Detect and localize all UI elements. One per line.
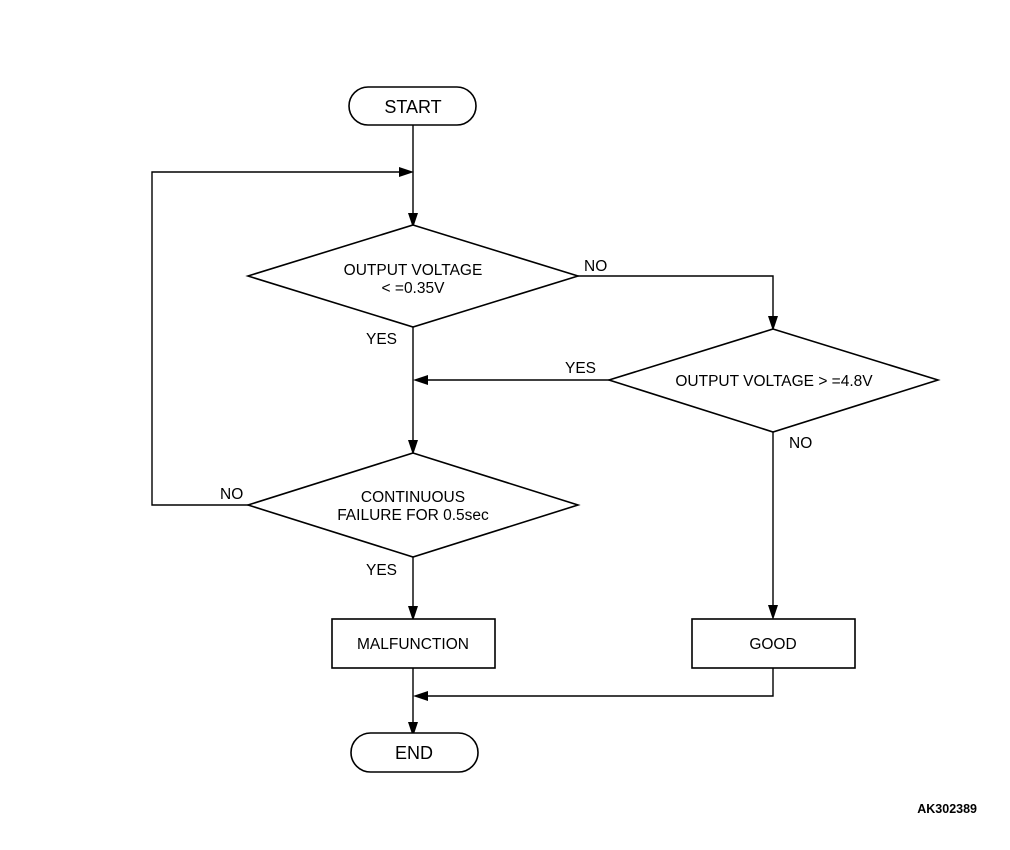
decision-output-voltage-high: OUTPUT VOLTAGE > =4.8V bbox=[606, 328, 941, 433]
decision-output-voltage-low: OUTPUT VOLTAGE < =0.35V bbox=[245, 224, 581, 328]
arrowhead-into-decision2 bbox=[768, 316, 778, 331]
figure-code: AK302389 bbox=[917, 802, 977, 816]
connectors bbox=[151, 125, 774, 725]
arrowhead-into-end bbox=[408, 722, 418, 737]
decision2-label: OUTPUT VOLTAGE > =4.8V bbox=[675, 373, 873, 390]
decision1-line2: < =0.35V bbox=[382, 280, 446, 297]
malfunction-box: MALFUNCTION bbox=[331, 618, 496, 669]
end-terminator: END bbox=[350, 732, 479, 773]
decision-continuous-failure: CONTINUOUS FAILURE FOR 0.5sec bbox=[245, 452, 581, 558]
arrowhead-good-return bbox=[413, 691, 428, 701]
good-return-line bbox=[426, 668, 774, 697]
arrowhead-into-malfunction bbox=[408, 606, 418, 621]
decision3-line2: FAILURE FOR 0.5sec bbox=[337, 507, 489, 524]
arrowhead-into-decision3 bbox=[408, 440, 418, 455]
arrowhead-decision2-yes bbox=[413, 375, 428, 385]
decision2-yes-label: YES bbox=[565, 360, 596, 377]
loop-back-line bbox=[151, 171, 402, 506]
good-box: GOOD bbox=[691, 618, 856, 669]
decision2-no-label: NO bbox=[789, 435, 812, 452]
decision1-no-line bbox=[578, 275, 774, 318]
decision3-line1: CONTINUOUS bbox=[361, 489, 465, 506]
decision3-no-label: NO bbox=[220, 486, 243, 503]
start-label: START bbox=[384, 97, 441, 117]
start-terminator: START bbox=[348, 86, 477, 126]
end-label: END bbox=[395, 743, 433, 763]
good-label: GOOD bbox=[749, 636, 796, 653]
arrowheads bbox=[399, 167, 778, 737]
arrowhead-into-decision1 bbox=[408, 213, 418, 228]
malfunction-label: MALFUNCTION bbox=[357, 636, 469, 653]
decision1-line1: OUTPUT VOLTAGE bbox=[344, 262, 483, 279]
decision1-no-label: NO bbox=[584, 258, 607, 275]
arrowhead-into-good bbox=[768, 605, 778, 620]
decision3-yes-label: YES bbox=[366, 562, 397, 579]
decision1-yes-label: YES bbox=[366, 331, 397, 348]
arrowhead-loop-in bbox=[399, 167, 414, 177]
